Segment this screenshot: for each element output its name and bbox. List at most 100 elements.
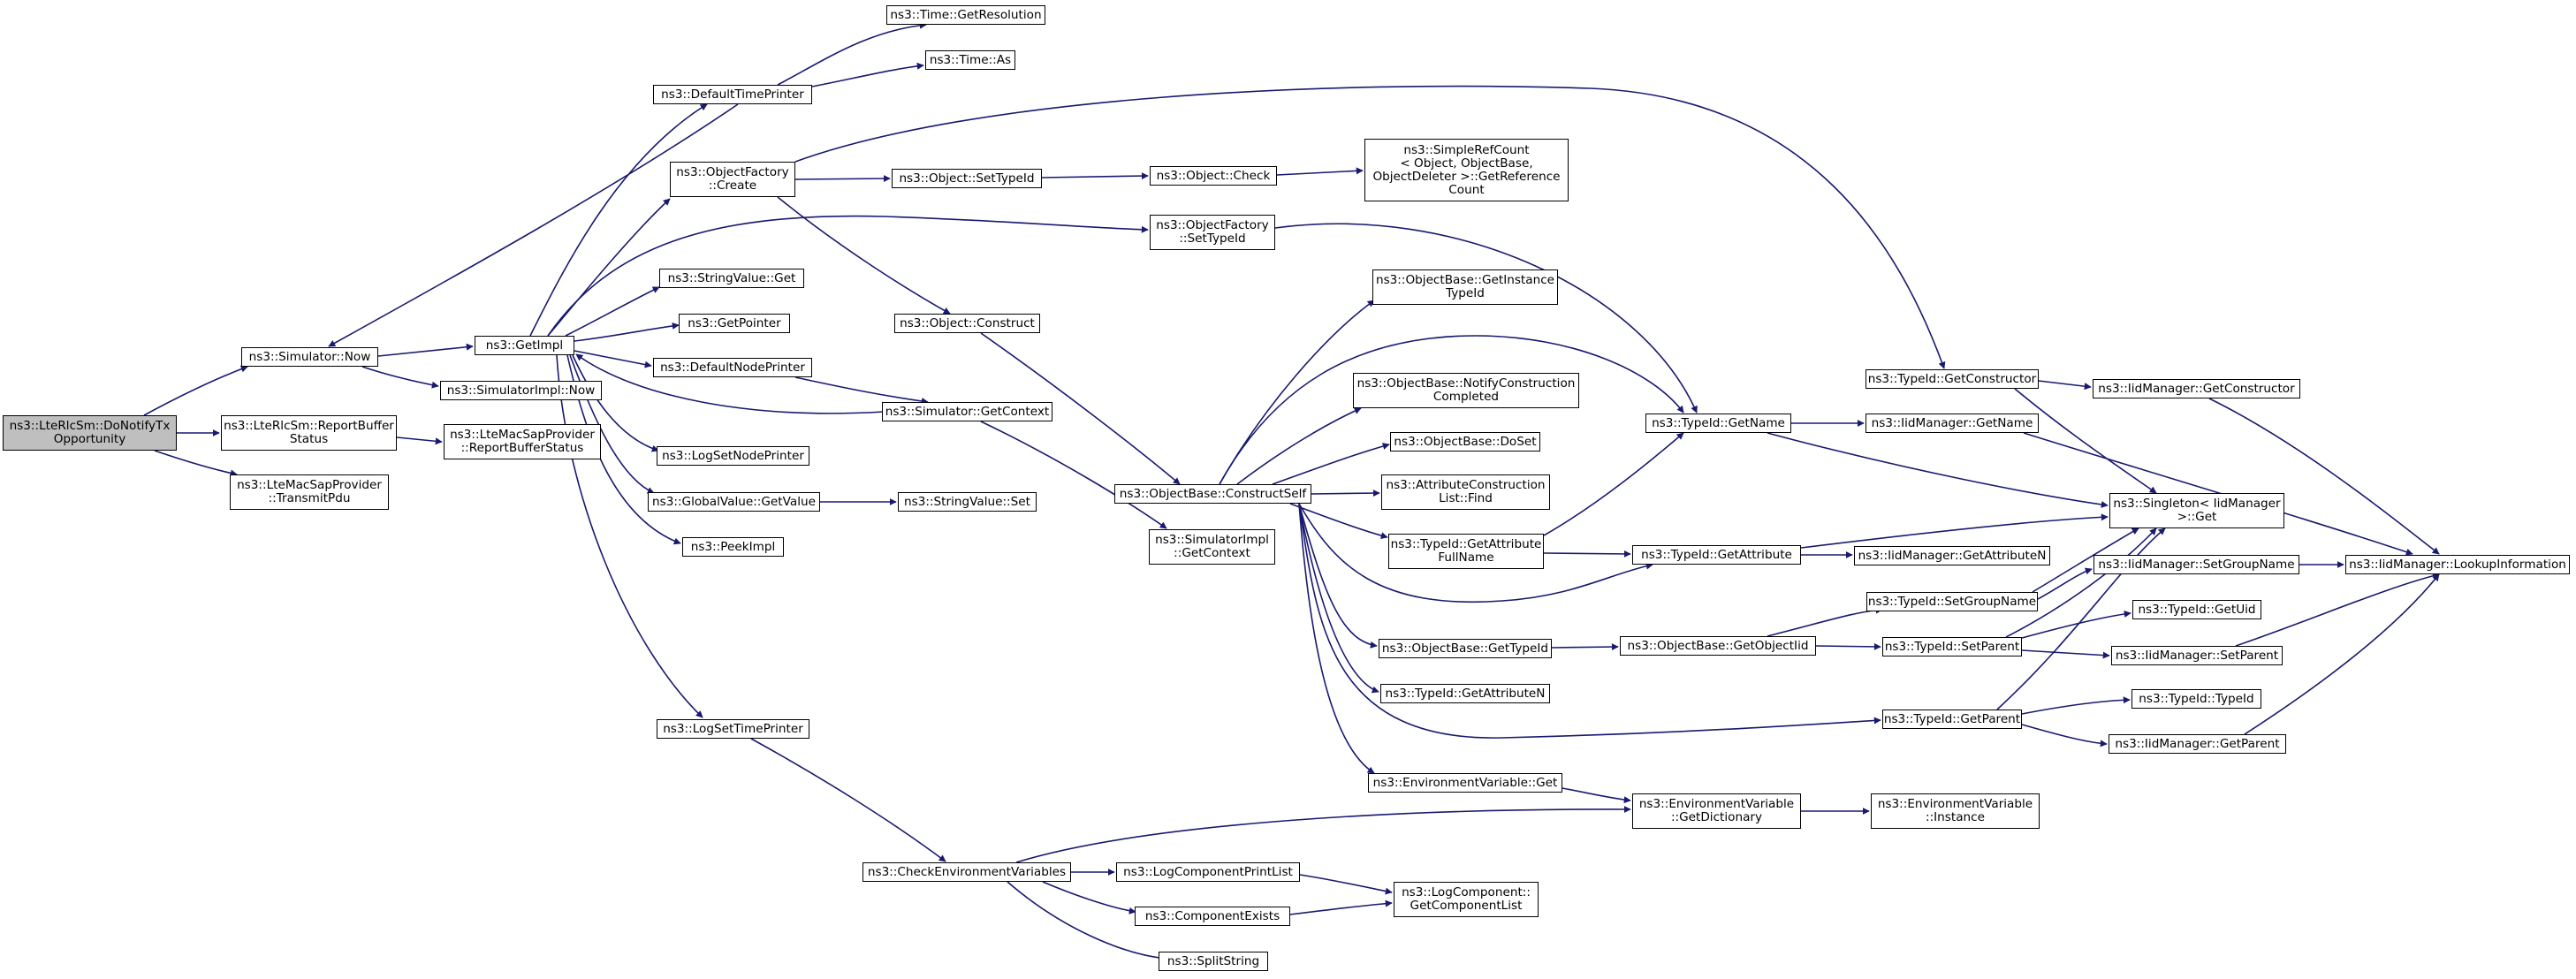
node-peek-impl[interactable]: ns3::PeekImpl	[682, 537, 784, 557]
node-default-time-printer[interactable]: ns3::DefaultTimePrinter	[653, 85, 812, 104]
edge-get-impl-to-global-value-get	[569, 354, 655, 494]
edge-iid-manager-set-parent-to-lookup	[2235, 572, 2440, 647]
node-get-impl[interactable]: ns3::GetImpl	[475, 336, 574, 355]
edge-get-impl-to-get-pointer	[574, 322, 680, 342]
node-object-base-get-type-id[interactable]: ns3::ObjectBase::GetTypeId	[1379, 639, 1552, 658]
edge-get-impl-to-objfactory-set-type-id	[547, 215, 1149, 337]
edge-get-impl-to-string-value-get	[565, 286, 660, 337]
node-global-value-get-value[interactable]: ns3::GlobalValue::GetValue	[648, 492, 820, 512]
edge-object-set-type-id-to-object-check	[1041, 172, 1149, 180]
node-object-base-construct-self[interactable]: ns3::ObjectBase::ConstructSelf	[1114, 484, 1311, 504]
edge-objfactory-create-to-object-construct	[777, 196, 951, 315]
node-object-factory-set-type-id[interactable]: ns3::ObjectFactory ::SetTypeId	[1150, 215, 1275, 250]
node-log-component-get-component-list[interactable]: ns3::LogComponent:: GetComponentList	[1394, 882, 1539, 917]
node-type-id-get-attribute-n[interactable]: ns3::TypeId::GetAttributeN	[1380, 684, 1550, 703]
node-type-id-get-name[interactable]: ns3::TypeId::GetName	[1645, 414, 1791, 433]
edge-type-id-set-parent-to-type-id-get-uid	[2021, 610, 2131, 639]
node-type-id-get-attribute-full-name[interactable]: ns3::TypeId::GetAttribute FullName	[1388, 534, 1544, 569]
node-iid-manager-set-parent[interactable]: ns3::IidManager::SetParent	[2111, 646, 2283, 665]
edge-construct-self-to-do-set	[1272, 443, 1390, 485]
edge-construct-self-to-object-base-get-type-id	[1298, 503, 1378, 649]
node-time-get-resolution[interactable]: ns3::Time::GetResolution	[886, 5, 1045, 25]
node-object-base-get-instance-type-id[interactable]: ns3::ObjectBase::GetInstance TypeId	[1372, 269, 1558, 305]
node-environment-variable-get[interactable]: ns3::EnvironmentVariable::Get	[1368, 773, 1562, 793]
node-type-id-get-uid[interactable]: ns3::TypeId::GetUid	[2132, 600, 2261, 619]
node-split-string[interactable]: ns3::SplitString	[1159, 952, 1268, 971]
node-object-factory-create[interactable]: ns3::ObjectFactory ::Create	[670, 162, 795, 197]
edge-type-id-get-parent-to-singleton-get	[1996, 527, 2166, 710]
node-object-base-notify-construction-completed[interactable]: ns3::ObjectBase::NotifyConstruction Comp…	[1353, 373, 1579, 408]
node-lte-rlc-sm-report-buffer-status[interactable]: ns3::LteRlcSm::ReportBuffer Status	[221, 415, 397, 451]
edge-construct-self-to-environment-variable-get	[1298, 503, 1375, 774]
edge-default-time-printer-to-time-as	[811, 62, 924, 87]
node-type-id-set-parent[interactable]: ns3::TypeId::SetParent	[1882, 637, 2022, 656]
edge-get-attribute-full-name-to-type-id-get-name	[1543, 432, 1684, 536]
node-log-set-node-printer[interactable]: ns3::LogSetNodePrinter	[657, 446, 809, 466]
edge-check-environment-variables-to-split-string	[1007, 881, 1167, 962]
node-lte-mac-sap-provider-report-buffer-status[interactable]: ns3::LteMacSapProvider ::ReportBufferSta…	[444, 424, 601, 459]
edge-default-time-printer-to-simulator-now	[328, 103, 739, 347]
node-type-id-get-parent[interactable]: ns3::TypeId::GetParent	[1882, 710, 2022, 729]
edge-type-id-get-attribute-to-singleton-get	[1800, 513, 2109, 549]
call-edges	[143, 21, 2440, 962]
edge-component-exists-to-get-component-list	[1289, 899, 1393, 915]
edge-do-notify-to-transmit-pdu	[154, 450, 238, 477]
edge-construct-self-to-notify-construction	[1236, 407, 1362, 485]
edge-type-id-get-name-to-singleton-get	[1767, 432, 2109, 508]
node-attribute-construction-list-find[interactable]: ns3::AttributeConstruction List::Find	[1381, 474, 1550, 510]
node-simulator-get-context[interactable]: ns3::Simulator::GetContext	[882, 402, 1052, 421]
node-string-value-get[interactable]: ns3::StringValue::Get	[659, 269, 804, 288]
edge-get-context-to-get-impl	[575, 353, 885, 414]
node-lte-rlc-sm-do-notify-tx-opportunity: ns3::LteRlcSm::DoNotifyTx Opportunity	[3, 415, 177, 451]
edge-get-object-iid-to-type-id-set-parent	[1815, 642, 1881, 650]
edge-default-node-printer-to-get-context	[794, 376, 929, 405]
node-log-set-time-printer[interactable]: ns3::LogSetTimePrinter	[657, 719, 809, 739]
node-simple-ref-count-get-reference-count[interactable]: ns3::SimpleRefCount < Object, ObjectBase…	[1364, 139, 1569, 201]
node-check-environment-variables[interactable]: ns3::CheckEnvironmentVariables	[862, 862, 1071, 882]
edge-type-id-set-group-name-to-iid-manager-set-group-name	[2037, 567, 2093, 600]
node-iid-manager-get-constructor[interactable]: ns3::IidManager::GetConstructor	[2093, 379, 2300, 398]
edge-get-object-iid-to-type-id-set-group-name	[1767, 606, 1883, 637]
node-type-id-type-id[interactable]: ns3::TypeId::TypeId	[2131, 689, 2261, 709]
node-default-node-printer[interactable]: ns3::DefaultNodePrinter	[653, 358, 812, 377]
node-iid-manager-set-group-name[interactable]: ns3::IidManager::SetGroupName	[2093, 555, 2299, 574]
edge-type-id-set-group-name-to-singleton-get	[2032, 527, 2139, 593]
node-object-set-type-id[interactable]: ns3::Object::SetTypeId	[892, 169, 1042, 188]
node-singleton-iid-manager-get[interactable]: ns3::Singleton< IidManager >::Get	[2109, 493, 2284, 528]
edge-get-impl-to-default-time-printer	[529, 103, 708, 337]
node-simulator-impl-now[interactable]: ns3::SimulatorImpl::Now	[440, 381, 602, 400]
node-environment-variable-get-dictionary[interactable]: ns3::EnvironmentVariable ::GetDictionary	[1632, 793, 1801, 829]
edge-default-time-printer-to-get-resolution	[777, 21, 927, 86]
node-string-value-set[interactable]: ns3::StringValue::Set	[898, 492, 1037, 512]
node-iid-manager-get-attribute-n[interactable]: ns3::IidManager::GetAttributeN	[1854, 546, 2050, 565]
node-iid-manager-get-parent[interactable]: ns3::IidManager::GetParent	[2109, 734, 2286, 754]
node-environment-variable-instance[interactable]: ns3::EnvironmentVariable ::Instance	[1871, 793, 2040, 829]
node-simulator-now[interactable]: ns3::Simulator::Now	[241, 347, 378, 367]
edge-get-attribute-full-name-to-type-id-get-attribute	[1543, 550, 1631, 558]
node-get-pointer[interactable]: ns3::GetPointer	[679, 314, 790, 333]
node-object-base-get-object-iid[interactable]: ns3::ObjectBase::GetObjectIid	[1620, 636, 1816, 656]
node-component-exists[interactable]: ns3::ComponentExists	[1135, 907, 1290, 926]
edge-type-id-get-constructor-to-iid-manager-get-constructor	[2038, 380, 2092, 391]
node-iid-manager-get-name[interactable]: ns3::IidManager::GetName	[1866, 414, 2039, 433]
node-object-base-do-set[interactable]: ns3::ObjectBase::DoSet	[1390, 432, 1540, 452]
node-iid-manager-lookup-information[interactable]: ns3::IidManager::LookupInformation	[2345, 555, 2570, 574]
node-object-check[interactable]: ns3::Object::Check	[1150, 166, 1277, 186]
edge-log-set-time-printer-to-check-environment-variables	[750, 738, 946, 862]
edge-simulator-now-to-get-impl	[377, 343, 474, 357]
edge-iid-manager-get-constructor-to-lookup	[2208, 398, 2440, 555]
edge-construct-self-to-type-id-get-parent	[1298, 503, 1881, 739]
node-time-as[interactable]: ns3::Time::As	[925, 50, 1015, 70]
node-log-component-print-list[interactable]: ns3::LogComponentPrintList	[1116, 862, 1300, 882]
node-type-id-get-attribute[interactable]: ns3::TypeId::GetAttribute	[1632, 545, 1801, 565]
edge-environment-variable-get-to-dictionary	[1562, 787, 1631, 804]
node-lte-mac-sap-provider-transmit-pdu[interactable]: ns3::LteMacSapProvider ::TransmitPdu	[230, 474, 389, 510]
edge-log-component-print-list-to-get-component-list	[1299, 874, 1393, 895]
edge-get-impl-to-default-node-printer	[574, 350, 652, 368]
node-object-construct[interactable]: ns3::Object::Construct	[894, 314, 1040, 333]
edge-get-impl-to-object-factory-create	[547, 198, 671, 337]
node-simulator-impl-get-context[interactable]: ns3::SimulatorImpl ::GetContext	[1149, 529, 1275, 565]
node-type-id-set-group-name[interactable]: ns3::TypeId::SetGroupName	[1866, 592, 2038, 611]
node-type-id-get-constructor[interactable]: ns3::TypeId::GetConstructor	[1866, 369, 2039, 389]
